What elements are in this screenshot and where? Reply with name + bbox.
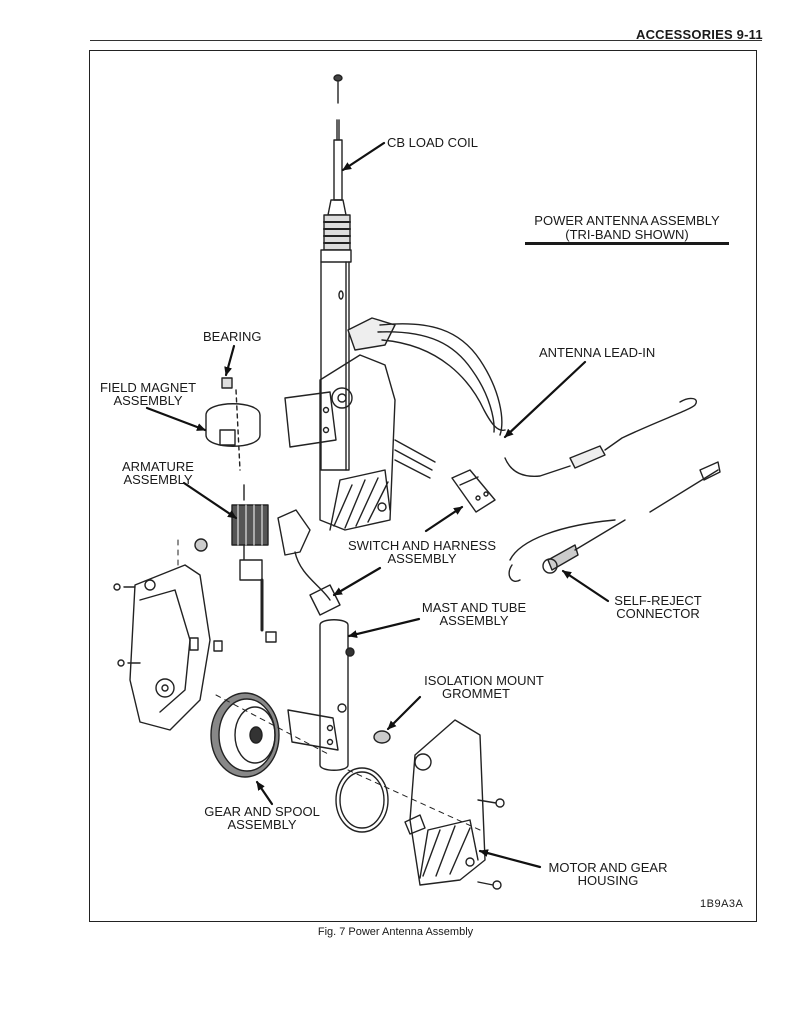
label-isolation-mount-line2: GROMMET <box>442 686 510 701</box>
label-switch-harness-line1: SWITCH AND HARNESS <box>347 538 497 553</box>
title-underline <box>525 242 729 245</box>
mast-tube-drawing <box>287 619 391 833</box>
motor-parts-drawing <box>194 377 341 643</box>
label-gear-spool-line2: ASSEMBLY <box>227 817 297 832</box>
lower-housing-drawing <box>404 719 505 890</box>
label-motor-gear-line2: HOUSING <box>577 873 639 888</box>
label-bearing: BEARING <box>203 329 262 344</box>
upper-housing-drawing <box>284 317 506 531</box>
leader-arrows <box>145 141 610 869</box>
label-armature-line1: ARMATURE <box>122 459 194 474</box>
figure-title: POWER ANTENNA ASSEMBLY <box>534 213 720 228</box>
label-field-magnet-line1: FIELD MAGNET <box>99 380 197 395</box>
label-self-reject-line1: SELF-REJECT <box>614 593 702 608</box>
section-header: ACCESSORIES 9-11 <box>636 27 763 42</box>
label-self-reject-line2: CONNECTOR <box>616 606 700 621</box>
label-mast-tube-line2: ASSEMBLY <box>439 613 509 628</box>
antenna-mast-drawing <box>320 74 352 471</box>
figure-subtitle: (TRI-BAND SHOWN) <box>565 227 689 242</box>
label-field-magnet-line2: ASSEMBLY <box>113 393 183 408</box>
gear-spool-drawing <box>210 692 280 778</box>
label-isolation-mount-line1: ISOLATION MOUNT <box>424 673 544 688</box>
left-housing-drawing <box>113 564 223 731</box>
lead-in-cable-drawing <box>504 397 721 582</box>
header-rule <box>90 40 762 41</box>
figure-code: 1B9A3A <box>700 898 744 910</box>
figure-caption: Fig. 7 Power Antenna Assembly <box>317 926 474 938</box>
label-motor-gear-line1: MOTOR AND GEAR <box>548 860 668 875</box>
harness-plug-drawing <box>451 469 496 513</box>
label-gear-spool-line1: GEAR AND SPOOL <box>204 804 320 819</box>
label-mast-tube-line1: MAST AND TUBE <box>421 600 527 615</box>
alignment-lines <box>177 539 481 831</box>
label-antenna-lead-in: ANTENNA LEAD-IN <box>539 345 656 360</box>
label-cb-load-coil: CB LOAD COIL <box>387 135 479 150</box>
label-switch-harness-line2: ASSEMBLY <box>387 551 457 566</box>
label-armature-line2: ASSEMBLY <box>123 472 193 487</box>
figure-frame <box>89 50 757 922</box>
